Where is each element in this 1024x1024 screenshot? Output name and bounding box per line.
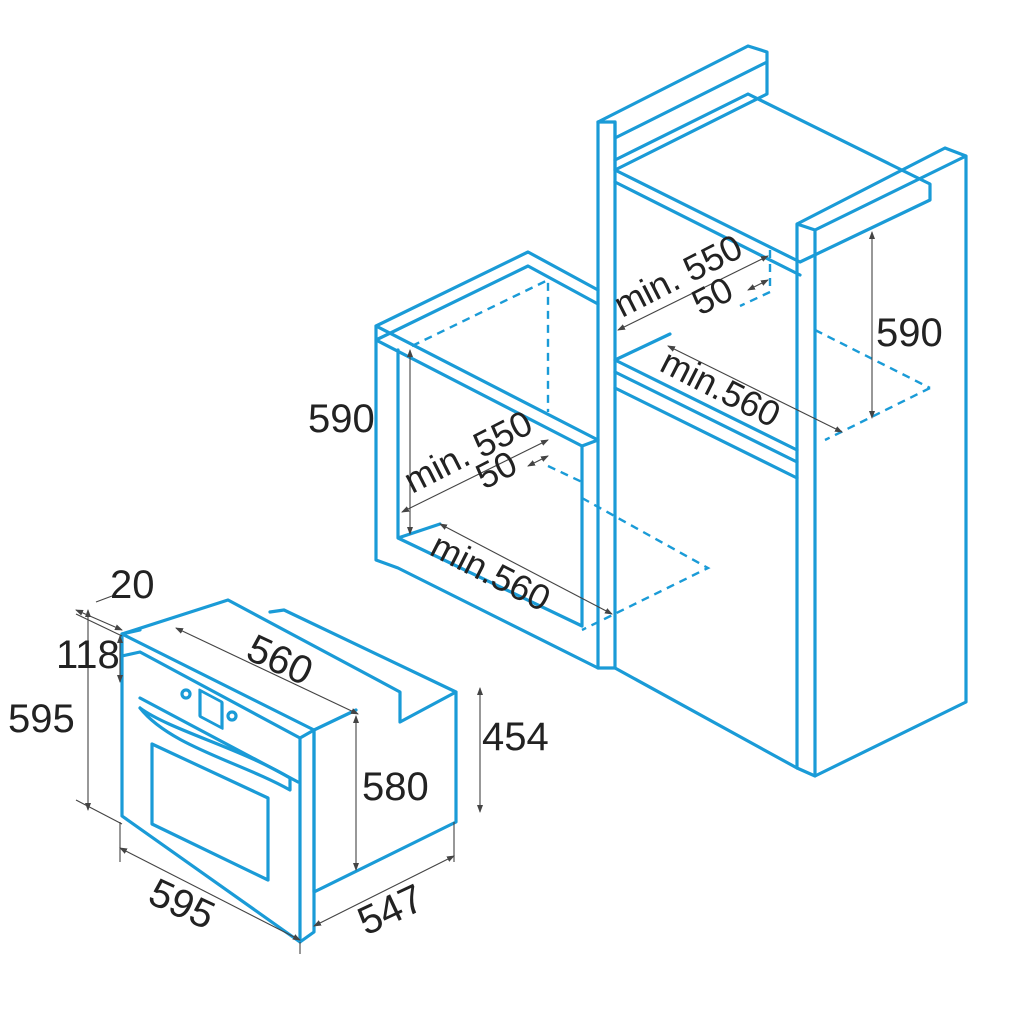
label-oven-width: 595 bbox=[142, 870, 221, 938]
column-front-stile bbox=[596, 120, 617, 670]
label-panel-height: 118 bbox=[56, 633, 120, 677]
label-top-offset: 20 bbox=[110, 563, 155, 607]
oven-handle bbox=[138, 706, 292, 792]
tall-column-cabinet bbox=[596, 44, 968, 778]
label-oven-depth: 547 bbox=[351, 876, 430, 944]
oven-knob-right bbox=[226, 710, 238, 722]
label-oven-body-height: 580 bbox=[362, 765, 429, 809]
niche-inner-outline bbox=[411, 278, 711, 632]
label-oven-top-depth: 560 bbox=[240, 626, 319, 694]
column-niche-outline bbox=[739, 198, 931, 442]
column-side-panel bbox=[795, 146, 968, 778]
label-oven-total-height: 595 bbox=[8, 697, 75, 741]
column-inner-box bbox=[613, 92, 932, 264]
column-top-panel bbox=[596, 44, 769, 172]
label-niche-height: 590 bbox=[308, 397, 375, 441]
label-column-height: 590 bbox=[876, 311, 943, 355]
oven-door-window bbox=[150, 742, 270, 882]
dimension-lines bbox=[75, 231, 875, 954]
label-niche-min-width: min. 550 bbox=[397, 402, 539, 501]
oven-knob-left bbox=[180, 688, 192, 700]
niche-outer-frame bbox=[374, 250, 600, 670]
label-niche-min-depth: min.560 bbox=[424, 525, 557, 620]
under-counter-cabinet bbox=[374, 250, 711, 670]
label-oven-side-height: 454 bbox=[482, 715, 549, 759]
